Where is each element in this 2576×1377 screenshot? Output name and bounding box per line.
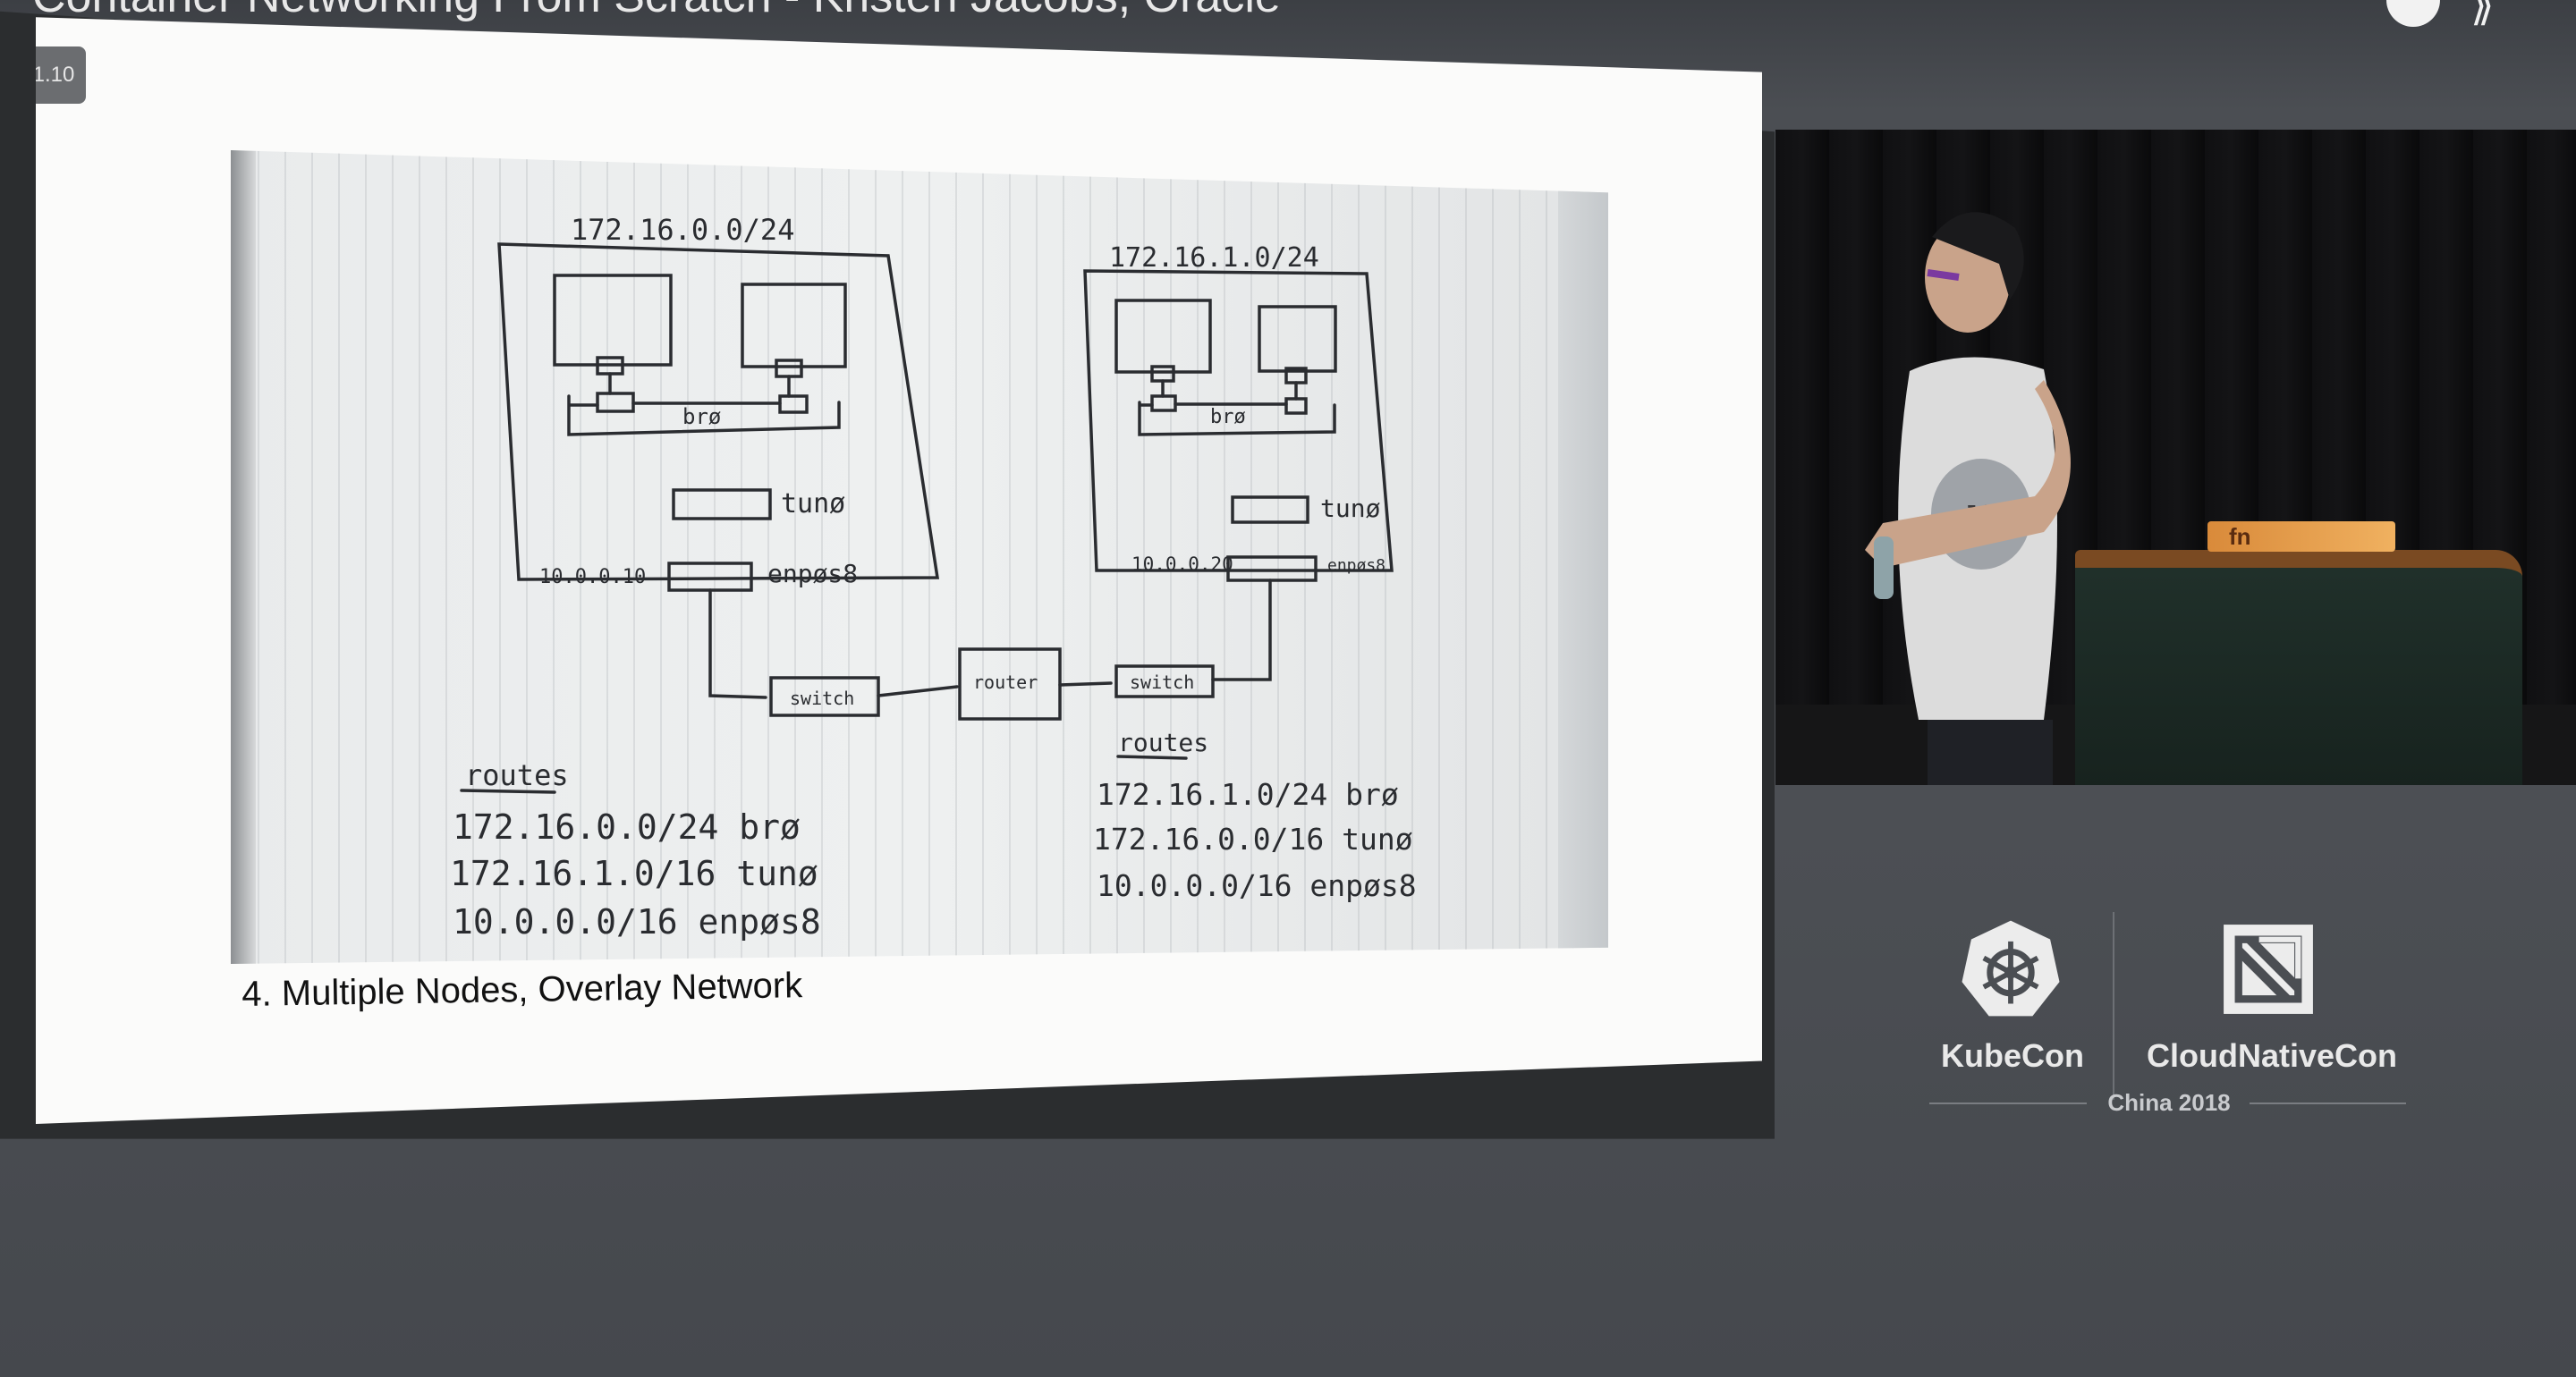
presentation-slide: 1.10: [36, 17, 1762, 1124]
right-nic-box: [1226, 555, 1318, 582]
right-route-3: 10.0.0.0/16 enpøs8: [1097, 868, 1417, 903]
left-route-1: 172.16.0.0/24 brø: [453, 807, 801, 847]
right-subnet-label: 172.16.1.0/24: [1109, 242, 1319, 274]
right-nic-label: enpøs8: [1327, 556, 1385, 575]
video-title: Container Networking From Scratch - Kris…: [32, 0, 1281, 23]
conference-branding: KubeCon CloudNativeCon China 2018: [1923, 903, 2424, 1127]
right-switch-box: [1114, 664, 1215, 698]
left-subnet-label: 172.16.0.0/24: [571, 213, 794, 247]
cncf-icon: [2224, 925, 2313, 1014]
left-tun-box: [672, 488, 772, 520]
right-routes-heading: routes: [1118, 728, 1208, 757]
right-route-2: 172.16.0.0/16 tunø: [1093, 822, 1413, 857]
left-tun-label: tunø: [781, 488, 845, 520]
right-node-box: [1083, 269, 1394, 572]
slide-caption: 4. Multiple Nodes, Overlay Network: [242, 966, 803, 1014]
cloudnativecon-wordmark: CloudNativeCon: [2146, 1037, 2397, 1074]
left-routes-heading: routes: [465, 758, 569, 792]
whiteboard-photo: 172.16.0.0/24 brø tunø 10.0.0.10 enpøs8 …: [231, 150, 1608, 964]
left-nic-label: enpøs8: [767, 559, 858, 588]
brand-divider: [2113, 912, 2114, 1100]
left-container-2: [741, 283, 847, 368]
kubecon-wordmark: KubeCon: [1941, 1037, 2084, 1074]
event-label: China 2018: [2107, 1089, 2231, 1116]
slide-counter: 1.10: [36, 46, 86, 104]
podium: [2075, 550, 2522, 785]
left-cable: [708, 588, 767, 699]
router-label: router: [973, 672, 1038, 693]
right-container-2: [1258, 305, 1337, 373]
speaker-figure: JSX: [1865, 212, 2071, 785]
next-icon[interactable]: ⟫: [2470, 0, 2495, 30]
brand-line-right: [2250, 1102, 2406, 1104]
right-container-1: [1114, 299, 1212, 374]
photo-edge-left: [231, 150, 256, 964]
right-tun-label: tunø: [1320, 494, 1381, 523]
right-route-1: 172.16.1.0/24 brø: [1097, 777, 1399, 812]
network-diagram: 172.16.0.0/24 brø tunø 10.0.0.10 enpøs8 …: [450, 213, 1417, 942]
left-bridge: [567, 394, 841, 436]
left-switch-label: switch: [790, 688, 854, 709]
left-nic-box: [667, 562, 753, 592]
left-ip-label: 10.0.0.10: [539, 566, 646, 588]
right-switch-label: switch: [1130, 672, 1194, 693]
left-node-box: [497, 242, 940, 581]
right-tun-box: [1231, 495, 1309, 524]
player-control-button[interactable]: [2386, 0, 2440, 27]
photo-edge-right: [1558, 150, 1608, 964]
right-bridge-label: brø: [1210, 406, 1246, 428]
left-route-2: 172.16.1.0/16 tunø: [450, 854, 818, 893]
right-cable: [1211, 579, 1272, 681]
kubernetes-helm-icon: [1962, 920, 2060, 1017]
left-route-3: 10.0.0.0/16 enpøs8: [453, 902, 821, 942]
brand-line-left: [1929, 1102, 2087, 1104]
laptop-sticker: fn: [2207, 521, 2395, 552]
left-bridge-label: brø: [682, 404, 721, 429]
notebook-lines: [231, 150, 1608, 964]
right-bridge: [1138, 401, 1336, 436]
right-ip-label: 10.0.0.20: [1131, 553, 1233, 575]
left-container-1: [553, 274, 673, 367]
speaker-camera: JSX fn: [1775, 130, 2576, 785]
